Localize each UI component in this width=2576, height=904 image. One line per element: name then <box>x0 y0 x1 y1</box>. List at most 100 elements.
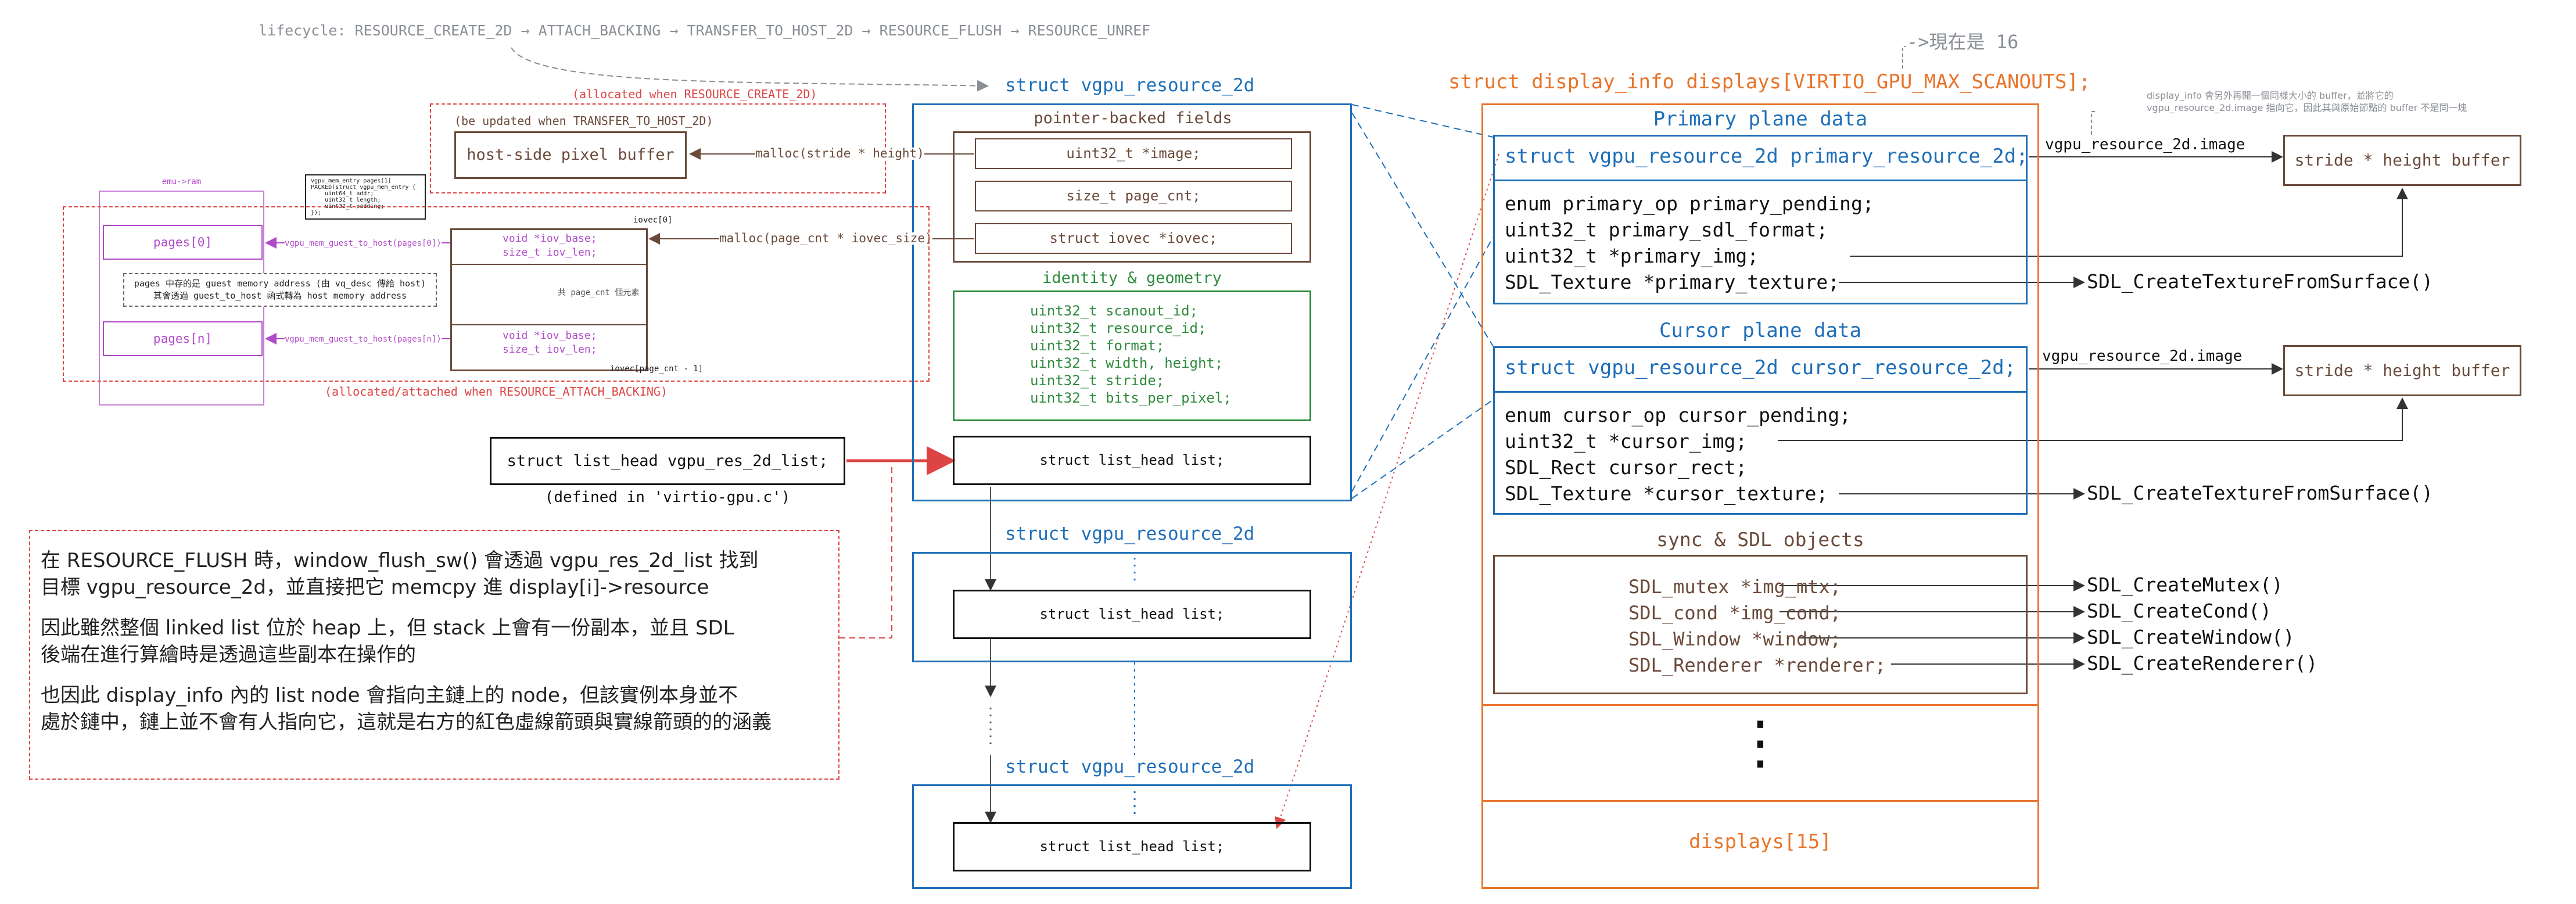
mutex-call: SDL_CreateMutex() <box>2087 573 2283 596</box>
iovec-0-base: void *iov_base; <box>503 232 597 245</box>
pointer-group-title: pointer-backed fields <box>1034 109 1232 127</box>
resource-struct-3-title: struct vgpu_resource_2d <box>1005 756 1255 777</box>
cursor-res-row: struct vgpu_resource_2d cursor_resource_… <box>1493 346 2028 393</box>
alloc-attach-label: (allocated/attached when RESOURCE_ATTACH… <box>324 385 668 399</box>
packed-line-3: uint64_t addr; <box>311 191 374 197</box>
identity-group-title: identity & geometry <box>1042 269 1222 287</box>
pages-0-text: pages[0] <box>153 235 213 249</box>
host-pixel-buffer: host-side pixel buffer <box>454 131 687 179</box>
primary-buffer-box: stride * height buffer <box>2283 135 2521 186</box>
cursor-buffer-text: stride * height buffer <box>2294 361 2510 380</box>
primary-res-row: struct vgpu_resource_2d primary_resource… <box>1493 135 2028 181</box>
field-image: uint32_t *image; <box>975 138 1292 169</box>
buffer-note-line-2: vgpu_resource_2d.image 指向它，因此其與原始節點的 buf… <box>2147 102 2467 113</box>
attach-region <box>63 206 930 382</box>
field-image-text: uint32_t *image; <box>1066 145 1201 162</box>
iovec-0-label: iovec[0] <box>633 216 673 225</box>
displays-title: struct display_info displays[VIRTIO_GPU_… <box>1448 70 2091 94</box>
proj-line-4 <box>1351 236 1494 492</box>
field-iovec-text: struct iovec *iovec; <box>1049 230 1218 246</box>
g2h-n-label: vgpu_mem_guest_to_host(pages[n]) <box>285 335 442 344</box>
resource-struct-box <box>912 103 1352 501</box>
primary-field-1: enum primary_op primary_pending; <box>1505 192 1874 215</box>
pages-n-box: pages[n] <box>103 321 263 356</box>
proj-line-1 <box>1351 104 1494 138</box>
primary-texture-call: SDL_CreateTextureFromSurface() <box>2087 270 2434 293</box>
primary-field-4: SDL_Texture *primary_texture; <box>1505 271 1840 293</box>
iovec-array-box <box>450 228 648 371</box>
res-list-head-text: struct list_head vgpu_res_2d_list; <box>507 452 828 470</box>
displays-last: displays[15] <box>1689 830 1832 853</box>
lifecycle-arrow <box>511 47 989 92</box>
pages-note-line-1: pages 中存的是 guest memory address (由 vq_de… <box>134 278 426 289</box>
sync-title: sync & SDL objects <box>1656 528 1864 551</box>
primary-img-arrow <box>1850 188 2408 257</box>
primary-plane-box <box>1493 135 2028 304</box>
cond-call: SDL_CreateCond() <box>2087 600 2272 622</box>
identity-field-5: uint32_t stride; <box>1030 372 1165 389</box>
res-list-defined: (defined in 'virtio-gpu.c') <box>544 489 791 506</box>
packed-line-4: uint32_t length; <box>311 197 381 203</box>
field-iovec: struct iovec *iovec; <box>975 223 1292 254</box>
packed-line-1: vgpu_mem_entry pages[1] <box>311 178 392 184</box>
pages-n-text: pages[n] <box>153 332 213 346</box>
primary-image-label: vgpu_resource_2d.image <box>2045 136 2245 153</box>
identity-field-4: uint32_t width, height; <box>1030 355 1224 371</box>
cursor-field-2: uint32_t *cursor_img; <box>1505 430 1748 453</box>
cursor-field-4: SDL_Texture *cursor_texture; <box>1505 482 1828 505</box>
pages-note-line-2: 其會透過 guest_to_host 函式轉為 host memory addr… <box>153 290 407 301</box>
host-pixel-buffer-text: host-side pixel buffer <box>467 146 675 164</box>
buffer-note-bracket <box>2091 111 2097 135</box>
identity-field-2: uint32_t resource_id; <box>1030 320 1207 336</box>
identity-field-6: uint32_t bits_per_pixel; <box>1030 390 1232 406</box>
sync-field-2: SDL_cond *img_cond; <box>1628 602 1842 624</box>
list-node-3-text: struct list_head list; <box>1039 838 1225 855</box>
field-page-cnt-text: size_t page_cnt; <box>1066 188 1201 204</box>
cursor-fields: enum cursor_op cursor_pending; uint32_t … <box>1495 402 2018 507</box>
g2h-0-label: vgpu_mem_guest_to_host(pages[0]) <box>285 239 442 248</box>
renderer-call: SDL_CreateRenderer() <box>2087 652 2318 675</box>
cursor-field-1: enum cursor_op cursor_pending; <box>1505 404 1852 426</box>
pages-note-box: pages 中存的是 guest memory address (由 vq_de… <box>123 273 437 307</box>
note-p3-line-1: 也因此 display_info 內的 list node 會指向主鏈上的 no… <box>41 684 738 707</box>
cursor-plane-title: Cursor plane data <box>1659 319 1861 342</box>
identity-field-3: uint32_t format; <box>1030 338 1165 354</box>
emu-ram-label: emu->ram <box>162 177 202 186</box>
field-page-cnt: size_t page_cnt; <box>975 181 1292 211</box>
alloc-create-label: (allocated when RESOURCE_CREATE_2D) <box>572 87 817 101</box>
resource-struct-2-title: struct vgpu_resource_2d <box>1005 523 1255 544</box>
updated-transfer-label: (be updated when TRANSFER_TO_HOST_2D) <box>454 114 713 128</box>
primary-plane-title: Primary plane data <box>1653 107 1868 131</box>
iovec-0-len: size_t iov_len; <box>503 246 597 259</box>
packed-line-6: }); <box>311 210 322 216</box>
primary-field-2: uint32_t primary_sdl_format; <box>1505 218 1828 241</box>
identity-group-box: uint32_t scanout_id; uint32_t resource_i… <box>953 290 1311 421</box>
note-p2-line-2: 後端在進行算繪時是透過這些副本在操作的 <box>41 643 416 666</box>
cursor-buffer-box: stride * height buffer <box>2283 345 2521 396</box>
cursor-texture-call: SDL_CreateTextureFromSurface() <box>2087 482 2434 504</box>
cursor-image-label: vgpu_resource_2d.image <box>2042 347 2243 365</box>
proj-line-3 <box>1351 112 1494 347</box>
note-p3-line-2: 處於鏈中，鏈上並不會有人指向它，這就是右方的紅色虛線箭頭與實線箭頭的的涵義 <box>41 711 772 734</box>
identity-field-1: uint32_t scanout_id; <box>1030 303 1198 319</box>
display-list-dotted <box>1275 153 1499 829</box>
resource-struct-3-box <box>912 784 1352 889</box>
sync-field-4: SDL_Renderer *renderer; <box>1628 654 1886 676</box>
buffer-note-line-1: display_info 會另外再開一個同樣大小的 buffer，並將它的 <box>2147 90 2394 101</box>
note-p2-line-1: 因此雖然整個 linked list 位於 heap 上，但 stack 上會有… <box>41 616 734 640</box>
window-call: SDL_CreateWindow() <box>2087 626 2295 648</box>
primary-res-text: struct vgpu_resource_2d primary_resource… <box>1505 145 2028 168</box>
primary-buffer-text: stride * height buffer <box>2294 150 2510 170</box>
iovec-entry-n: void *iov_base; size_t iov_len; <box>450 324 648 371</box>
primary-field-3: uint32_t *primary_img; <box>1505 245 1759 267</box>
cursor-plane-box <box>1493 346 2028 515</box>
primary-fields: enum primary_op primary_pending; uint32_… <box>1495 191 2018 295</box>
displays-outer-box <box>1481 103 2039 889</box>
now-16-label: ->現在是 16 <box>1907 31 2019 53</box>
resource-struct-2-box <box>912 552 1352 662</box>
note-p1-line-2: 目標 vgpu_resource_2d，並直接把它 memcpy 進 displ… <box>41 576 709 599</box>
flush-note-box: 在 RESOURCE_FLUSH 時，window_flush_sw() 會透過… <box>29 530 839 780</box>
resource-struct-title: struct vgpu_resource_2d <box>1005 75 1255 96</box>
note-spacer-1 <box>41 601 838 615</box>
iovec-n-len: size_t iov_len; <box>503 343 597 356</box>
